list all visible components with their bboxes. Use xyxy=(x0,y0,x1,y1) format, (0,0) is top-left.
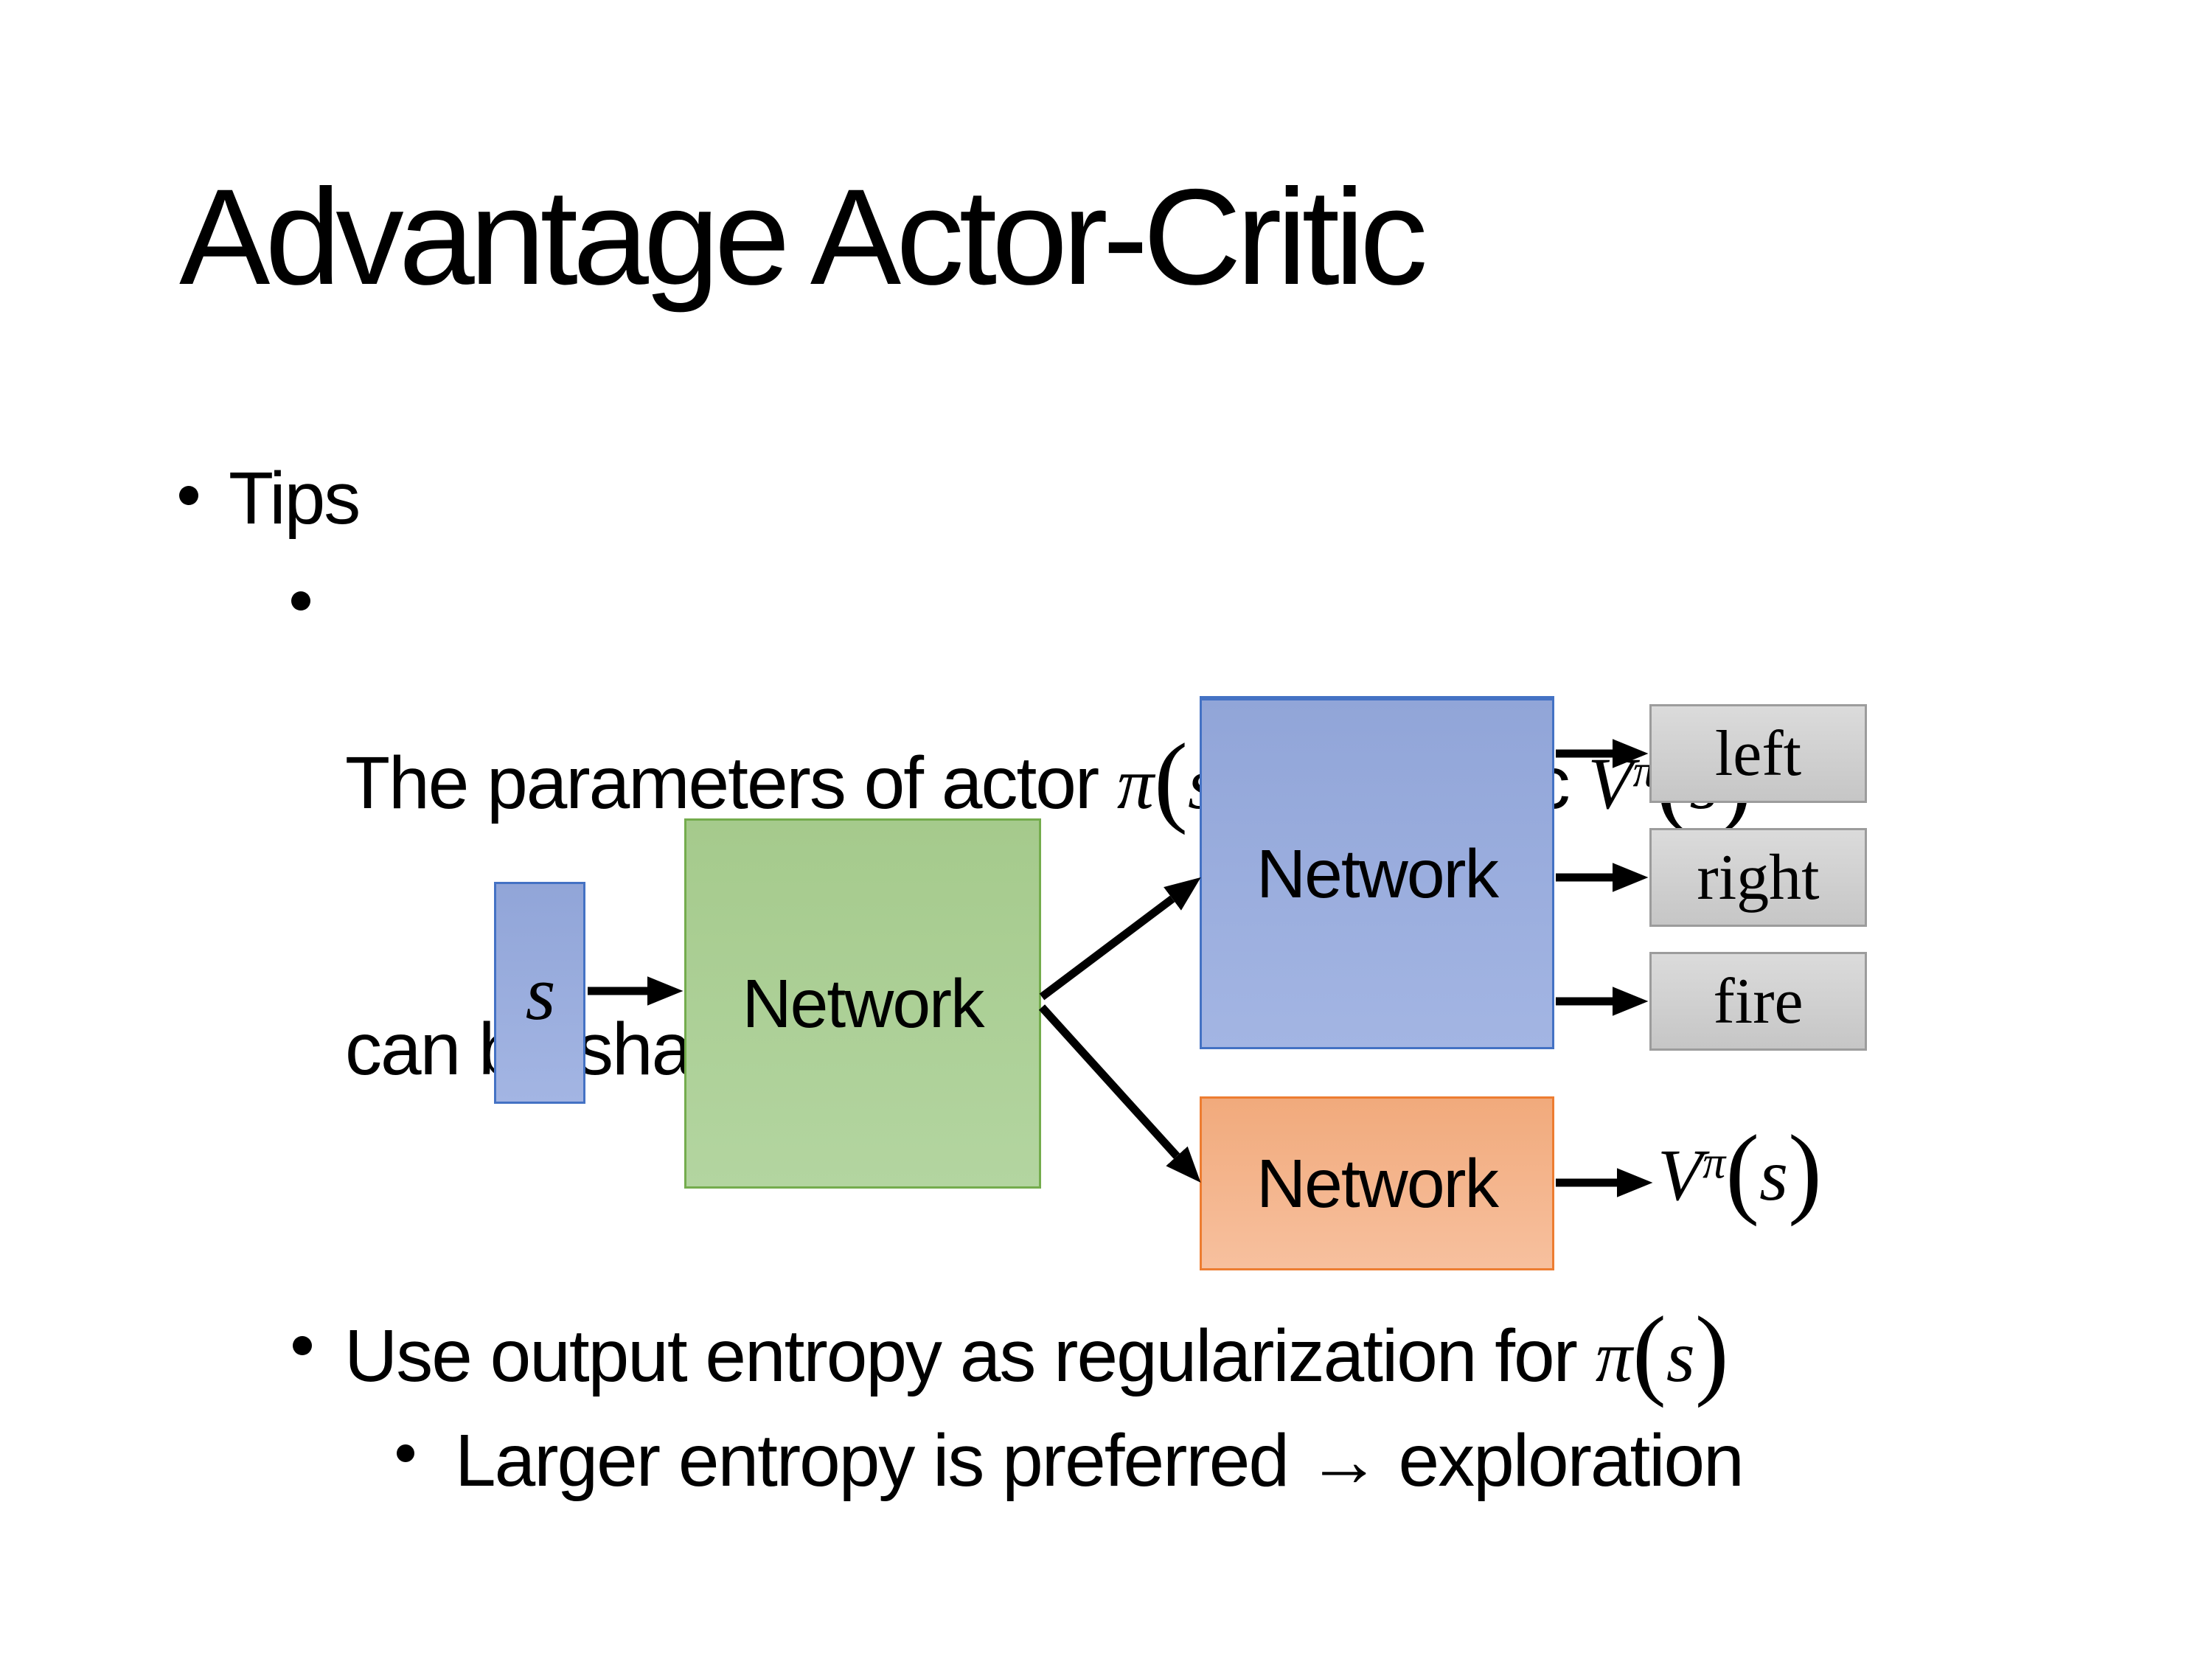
bullet-entropy: Use output entropy as regularization for… xyxy=(344,1301,1729,1402)
critic-network-label: Network xyxy=(1256,1144,1499,1222)
action-box-right: right xyxy=(1649,828,1867,927)
shared-network-box: Network xyxy=(684,818,1041,1189)
action-box-left: left xyxy=(1649,704,1867,803)
entropy-prefix: Use output entropy as regularization for xyxy=(344,1315,1596,1397)
open-paren: ( xyxy=(1725,1113,1760,1227)
action-box-fire: fire xyxy=(1649,952,1867,1051)
bullet-dot xyxy=(179,486,198,505)
bullet-dot xyxy=(293,1336,312,1355)
close-paren: ) xyxy=(1788,1113,1823,1227)
actor-network-label: Network xyxy=(1256,835,1499,912)
action-left-label: left xyxy=(1714,717,1802,790)
action-fire-label: fire xyxy=(1713,965,1804,1037)
critic-network-box: Network xyxy=(1200,1096,1554,1270)
bullet-tips-label: Tips xyxy=(229,457,361,540)
slide-title: Advantage Actor-Critic xyxy=(179,161,1428,313)
open-paren: ( xyxy=(1154,722,1188,835)
V-symbol: V xyxy=(1587,742,1633,824)
state-input-label: s xyxy=(525,950,556,1036)
bullet-dot xyxy=(397,1444,414,1462)
action-right-label: right xyxy=(1697,841,1820,914)
critic-output-value: Vπ(s) xyxy=(1658,1119,1822,1221)
V-symbol: V xyxy=(1658,1134,1703,1216)
bullet-tips: Tips xyxy=(229,454,361,543)
exploration-label: Larger entropy is preferred → exploratio… xyxy=(455,1419,1745,1502)
pi-symbol: π xyxy=(1595,1315,1632,1397)
bullet-dot xyxy=(291,591,310,611)
actor-network-box: Network xyxy=(1200,696,1554,1049)
pi-superscript: π xyxy=(1703,1138,1726,1189)
bullet-exploration: Larger entropy is preferred → exploratio… xyxy=(455,1416,1745,1505)
s-symbol: s xyxy=(1759,1134,1789,1216)
close-paren: ) xyxy=(1694,1295,1729,1408)
params-prefix: The parameters of actor xyxy=(345,742,1117,824)
state-input-box: s xyxy=(494,882,585,1104)
pi-symbol: π xyxy=(1116,742,1155,824)
open-paren: ( xyxy=(1632,1295,1666,1408)
shared-network-label: Network xyxy=(742,964,984,1042)
s-symbol: s xyxy=(1666,1315,1695,1397)
